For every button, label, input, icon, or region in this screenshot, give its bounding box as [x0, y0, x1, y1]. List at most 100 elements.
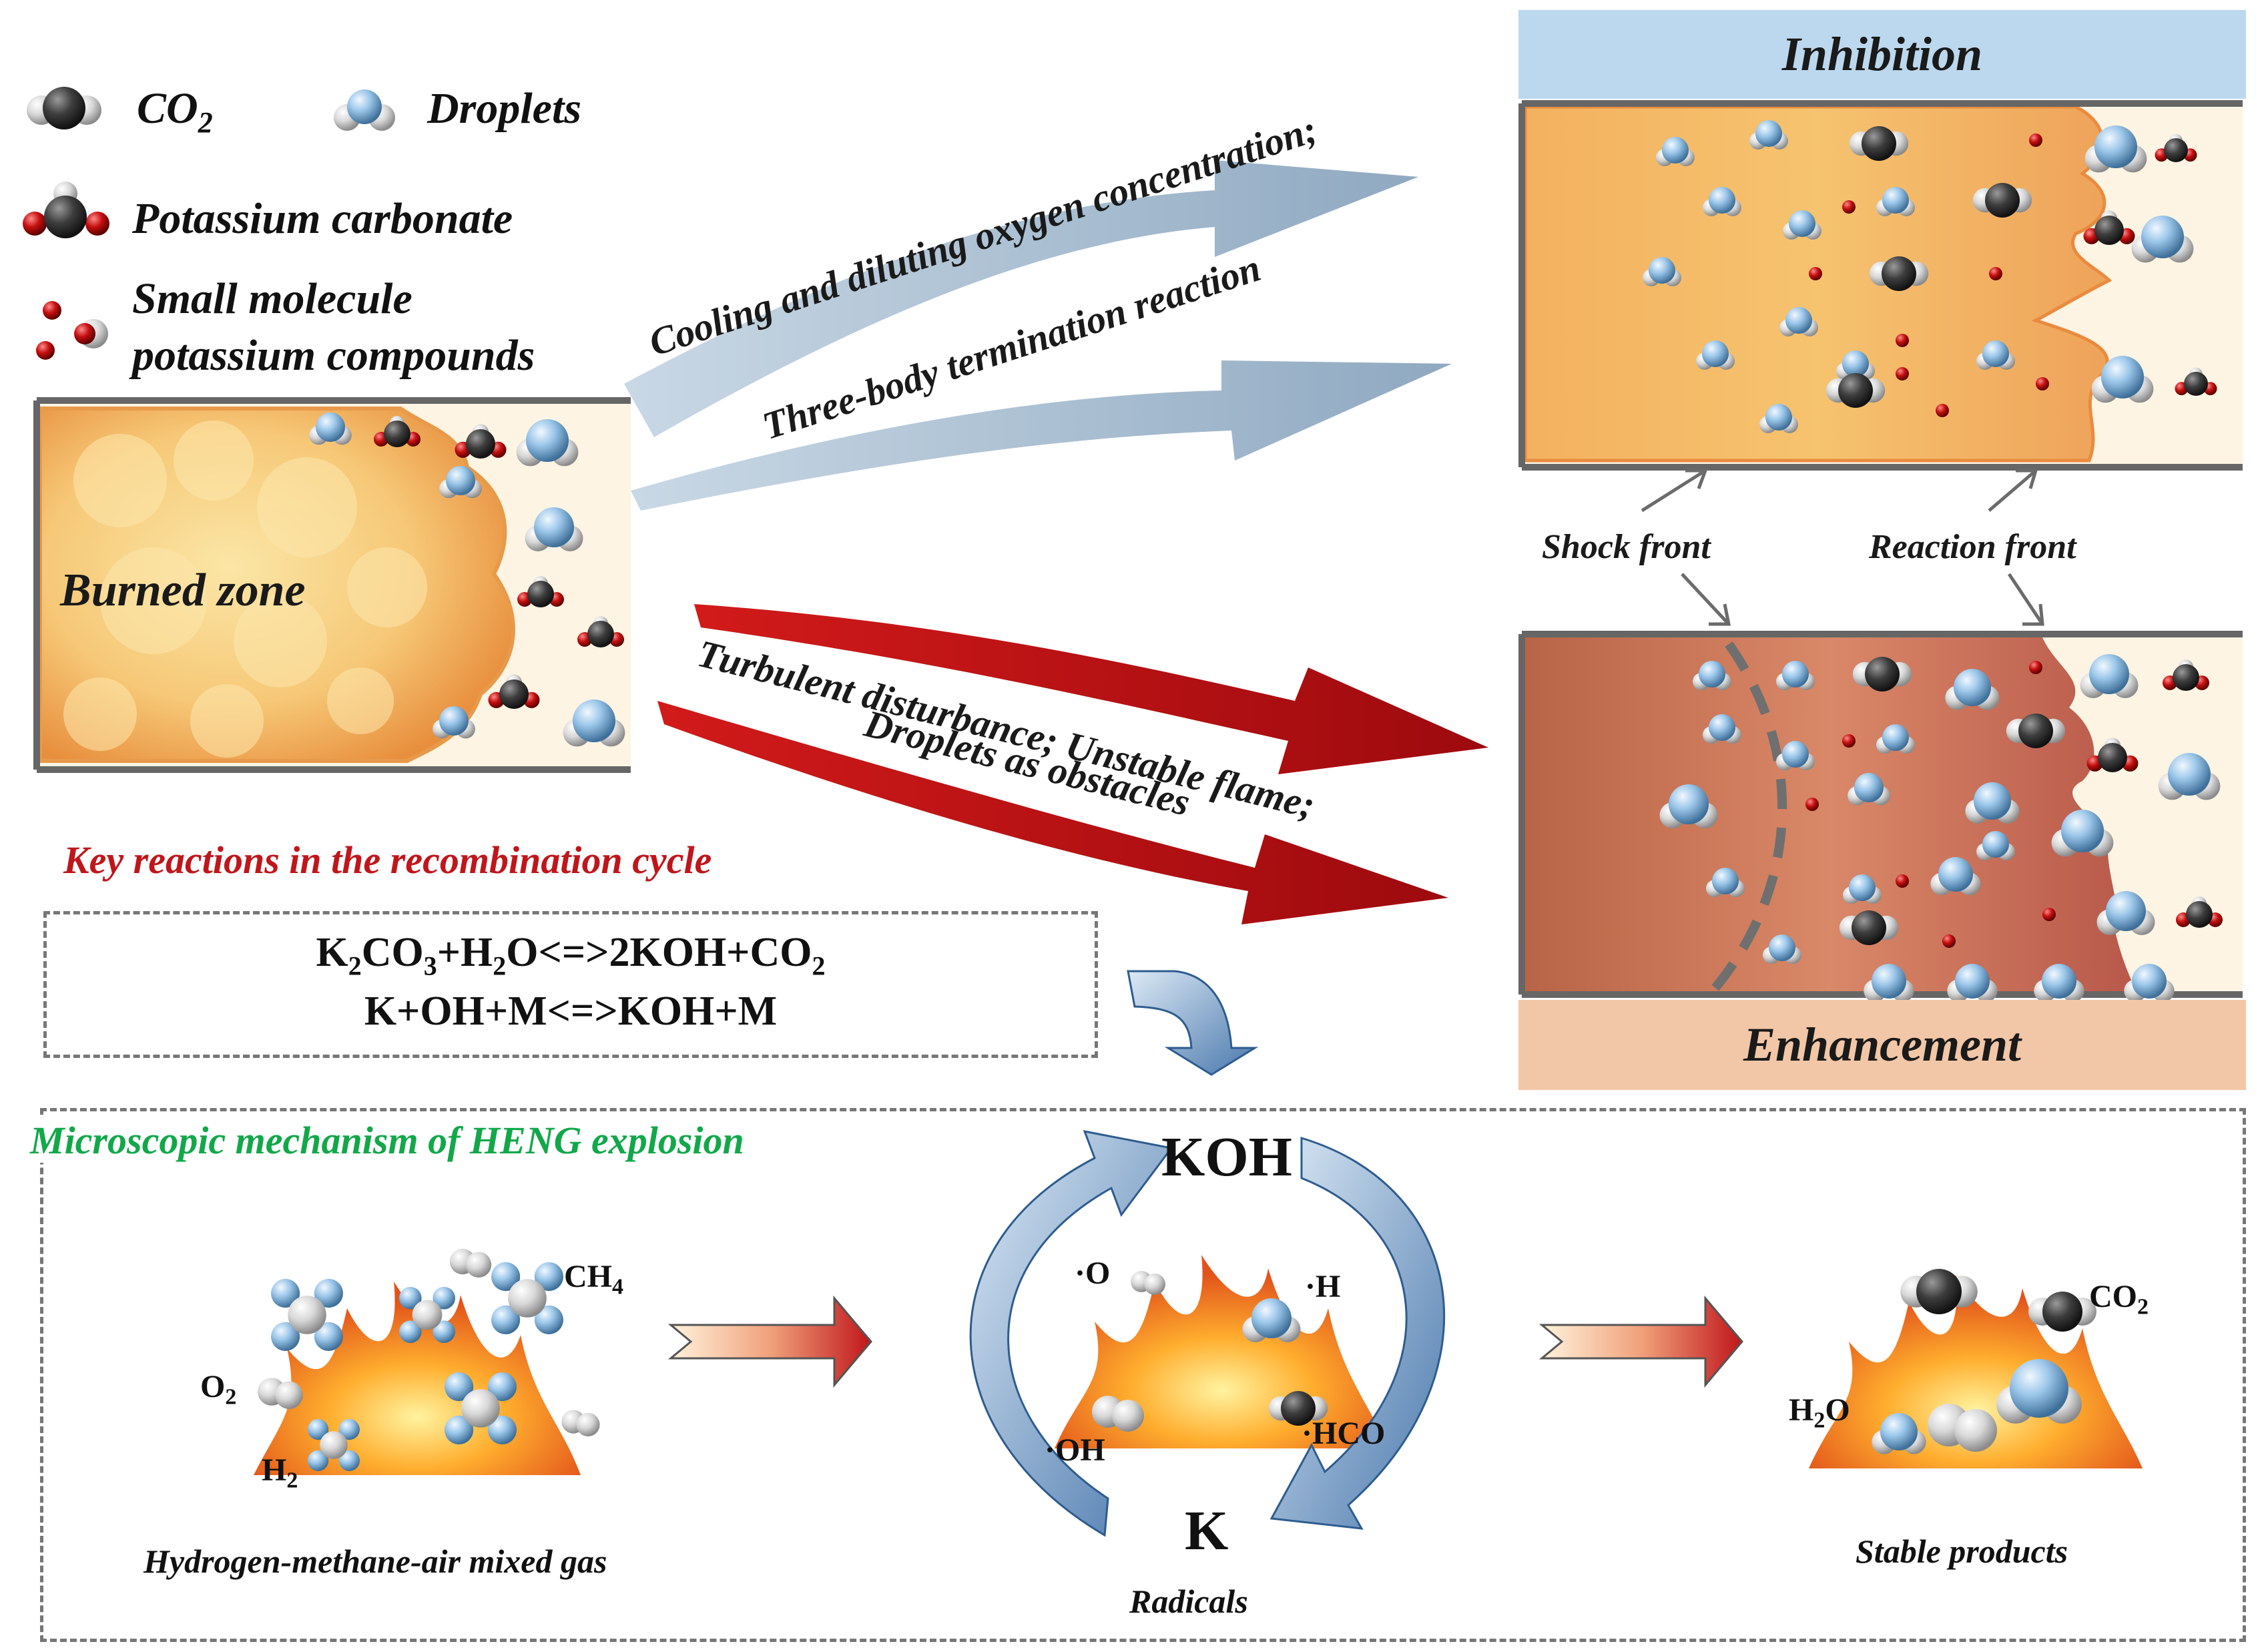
- droplet-molecule: [1659, 784, 1718, 828]
- co2-molecule: [1852, 657, 1912, 692]
- droplet-molecule: [1703, 187, 1741, 216]
- potassium-compound-molecule: [2029, 661, 2042, 674]
- potassium-compound-molecule: [1842, 734, 1856, 748]
- droplet-molecule: [1783, 210, 1821, 240]
- key-reactions-title: Key reactions in the recombination cycle: [63, 838, 712, 882]
- stable-products-caption: Stable products: [1856, 1533, 2068, 1570]
- potassium-compound-molecule: [1896, 874, 1909, 888]
- h2-label: H2: [262, 1452, 298, 1493]
- legend-co2-label: CO2: [137, 84, 213, 140]
- droplet-molecule: [2158, 753, 2221, 800]
- inhibition-banner: Inhibition: [1518, 10, 2246, 99]
- key-reactions-box: [43, 911, 1098, 1058]
- chevron-arrow-2: [1538, 1295, 1743, 1388]
- potassium-carbonate-molecule: [2176, 896, 2223, 928]
- droplet-molecule: [2096, 891, 2155, 935]
- potassium-carbonate-molecule: [374, 416, 420, 447]
- shock-front-dashed: [1711, 641, 1787, 991]
- droplet-molecule: [2091, 356, 2154, 403]
- droplet-molecule: [309, 412, 352, 445]
- droplet-molecule: [1872, 1413, 1926, 1454]
- diatomic-molecule: [561, 1410, 600, 1436]
- legend-small-molecule-line2: potassium compounds: [132, 331, 535, 380]
- legend-droplet-icon: [334, 89, 395, 131]
- h-radical-label: ·H: [1305, 1269, 1341, 1304]
- legend-droplets-label: Droplets: [427, 84, 581, 133]
- diatomic-molecule: [449, 1248, 492, 1278]
- droplet-molecule: [1779, 307, 1818, 336]
- potassium-carbonate-molecule: [455, 424, 507, 459]
- droplet-molecule: [1876, 187, 1915, 216]
- potassium-compound-molecule: [2029, 133, 2042, 147]
- potassium-carbonate-molecule: [2083, 210, 2135, 245]
- droplet-molecule: [516, 419, 579, 467]
- reaction-equation-2: K+OH+M<=>KOH+M: [364, 989, 778, 1034]
- diatomic-molecule: [1131, 1271, 1165, 1295]
- recombination-down-arrow: [1127, 970, 1259, 1076]
- potassium-compound-molecule: [1989, 267, 2002, 280]
- co2-molecule: [1849, 126, 1909, 161]
- droplet-molecule: [1749, 120, 1788, 150]
- co2-molecule: [1268, 1391, 1328, 1426]
- enhancement-flame: [1525, 637, 2136, 991]
- co2-molecule: [2006, 714, 2066, 748]
- chevron-arrow-1: [667, 1295, 872, 1388]
- radicals-caption: Radicals: [1129, 1583, 1248, 1620]
- droplet-molecule: [1776, 661, 1815, 690]
- droplet-molecule: [1996, 1359, 2082, 1424]
- droplet-molecule: [1643, 257, 1681, 286]
- methane-molecule: [308, 1419, 360, 1471]
- mixed-gas-caption: Hydrogen-methane-air mixed gas: [144, 1543, 607, 1580]
- droplet-molecule: [1703, 714, 1741, 744]
- co2-molecule: [1869, 256, 1929, 291]
- droplet-molecule: [2131, 216, 2194, 263]
- droplet-molecule: [1776, 741, 1815, 770]
- droplet-molecule: [2080, 654, 2139, 698]
- enhancement-banner: Enhancement: [1518, 1000, 2246, 1090]
- droplet-molecule: [1976, 340, 2015, 370]
- reaction-front-label: Reaction front: [1869, 528, 2076, 566]
- potassium-compound-molecule: [1805, 798, 1819, 811]
- legend-co2-icon: [27, 87, 101, 129]
- droplet-molecule: [1696, 340, 1735, 370]
- co2-molecule: [2028, 1292, 2096, 1332]
- droplet-molecule: [1976, 831, 2015, 860]
- potassium-compound-molecule: [1936, 404, 1949, 417]
- droplet-molecule: [433, 706, 475, 739]
- droplet-molecule: [1759, 404, 1798, 433]
- k-label: K: [1185, 1500, 1229, 1562]
- inhibition-flame: [1523, 105, 2112, 463]
- diatomic-molecule: [1092, 1396, 1144, 1432]
- potassium-compound-molecule: [1942, 934, 1956, 948]
- legend-potassium-carbonate-label: Potassium carbonate: [132, 194, 513, 243]
- legend-small-molecule-icon: [36, 301, 108, 360]
- diatomic-molecule: [1928, 1404, 1997, 1452]
- droplet-molecule: [563, 700, 625, 747]
- co2-molecule: [1839, 910, 1899, 945]
- diatomic-molecule: [258, 1378, 303, 1409]
- potassium-compound-molecule: [1896, 367, 1909, 380]
- droplet-molecule: [1656, 137, 1695, 166]
- droplet-molecule: [525, 507, 583, 551]
- potassium-carbonate-molecule: [2155, 133, 2197, 162]
- droplet-molecule: [2051, 810, 2114, 857]
- blue-arrow-lower: [631, 360, 1452, 511]
- potassium-carbonate-molecule: [517, 576, 564, 607]
- droplet-molecule: [1706, 868, 1745, 897]
- micro-mechanism-box: [40, 1108, 2246, 1642]
- droplet-molecule: [1930, 857, 1981, 896]
- methane-molecule: [271, 1279, 343, 1351]
- methane-molecule: [491, 1262, 564, 1334]
- co2-molecule: [1825, 373, 1886, 408]
- reaction-equation-1: K2CO3+H2O<=>2KOH+CO2: [316, 930, 826, 981]
- potassium-compound-molecule: [1842, 200, 1856, 214]
- red-arrow-lower: [657, 701, 1448, 924]
- molecule-layer: [258, 120, 2223, 1471]
- droplet-molecule: [2124, 964, 2175, 1003]
- potassium-carbonate-molecule: [2175, 367, 2217, 396]
- potassium-compound-molecule: [2042, 908, 2056, 921]
- droplet-molecule: [2084, 125, 2147, 173]
- droplet-molecule: [1242, 1298, 1301, 1342]
- methane-molecule: [445, 1372, 517, 1444]
- methane-molecule: [399, 1287, 455, 1343]
